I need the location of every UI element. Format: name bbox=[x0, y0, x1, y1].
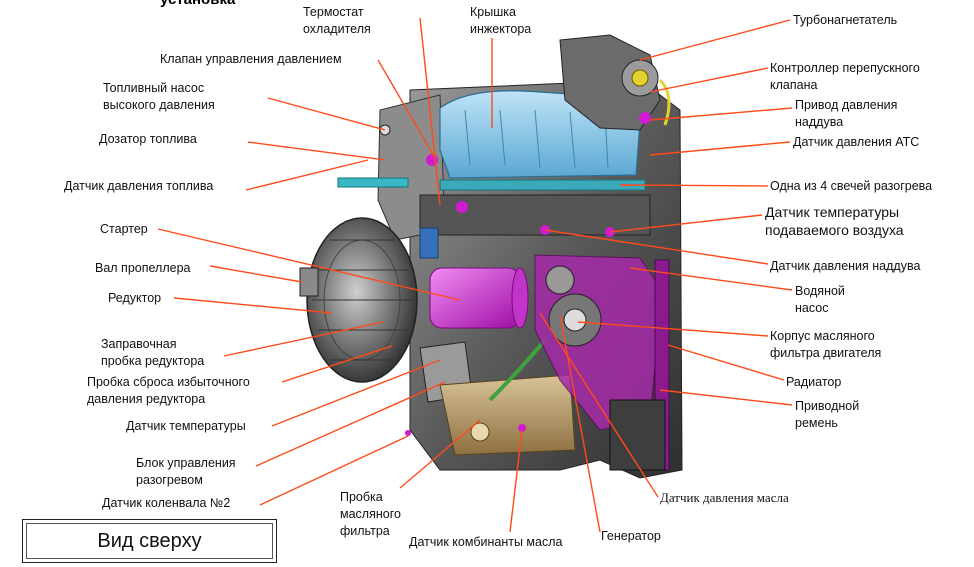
leader-atc-sensor bbox=[649, 141, 791, 156]
label-atc-sensor: Датчик давления АТС bbox=[793, 135, 920, 149]
leader-heater-ecu bbox=[255, 381, 446, 467]
leader-oil-filter-plug bbox=[399, 419, 481, 489]
leader-pressure-valve bbox=[377, 59, 436, 159]
leader-temp-sensor bbox=[271, 359, 441, 427]
leader-prop-shaft bbox=[209, 265, 303, 283]
leader-crank-sensor bbox=[259, 435, 409, 506]
leader-water-pump bbox=[629, 267, 793, 291]
label-fuel-pressure-sensor: Датчик давления топлива bbox=[64, 179, 214, 193]
leader-lines bbox=[157, 17, 793, 533]
leader-generator bbox=[559, 314, 601, 533]
leader-glow-plug bbox=[619, 184, 769, 187]
label-boost-sensor: Датчик давления наддува bbox=[770, 259, 921, 273]
leader-starter bbox=[157, 228, 461, 301]
leader-relief-plug bbox=[281, 345, 393, 383]
label-reducer: Редуктор bbox=[108, 291, 162, 305]
label-starter: Стартер bbox=[100, 222, 148, 236]
leader-boost-sensor bbox=[544, 229, 769, 265]
engine-body bbox=[299, 34, 683, 479]
leader-oil-pressure bbox=[539, 312, 659, 498]
label-glow-plug: Одна из 4 свечей разогрева bbox=[770, 179, 933, 193]
leader-intake-temp bbox=[609, 214, 763, 233]
label-radiator: Радиатор bbox=[786, 375, 842, 389]
leader-hp-pump bbox=[267, 97, 386, 131]
label-generator: Генератор bbox=[601, 529, 661, 543]
leader-oil-combo bbox=[509, 429, 523, 533]
label-oil-combo: Датчик комбинанты масла bbox=[409, 535, 563, 549]
leader-boost-drive bbox=[649, 107, 793, 121]
leader-reducer bbox=[173, 297, 333, 314]
leader-fuel-pressure-sensor bbox=[245, 159, 369, 191]
label-prop-shaft: Вал пропеллера bbox=[95, 261, 191, 275]
leader-thermostat bbox=[419, 17, 441, 206]
label-turbo: Турбонагнетатель bbox=[793, 13, 898, 27]
title-fragment: установка bbox=[160, 0, 235, 8]
leader-filler-plug bbox=[223, 321, 384, 357]
label-temp-sensor: Датчик температуры bbox=[126, 419, 246, 433]
leader-radiator bbox=[667, 344, 785, 381]
leader-wastegate bbox=[649, 67, 769, 93]
label-fuel-meter: Дозатор топлива bbox=[99, 132, 197, 146]
leader-turbo bbox=[639, 19, 791, 61]
label-crank-sensor: Датчик коленвала №2 bbox=[102, 496, 231, 510]
leader-oil-filter-housing bbox=[577, 321, 769, 337]
leader-fuel-meter bbox=[247, 141, 386, 161]
leader-drive-belt bbox=[659, 389, 793, 406]
top-view-button[interactable]: Вид сверху bbox=[22, 519, 277, 563]
label-oil-pressure: Датчик давления масла bbox=[660, 490, 789, 505]
label-pressure-valve: Клапан управления давлением bbox=[160, 52, 342, 66]
